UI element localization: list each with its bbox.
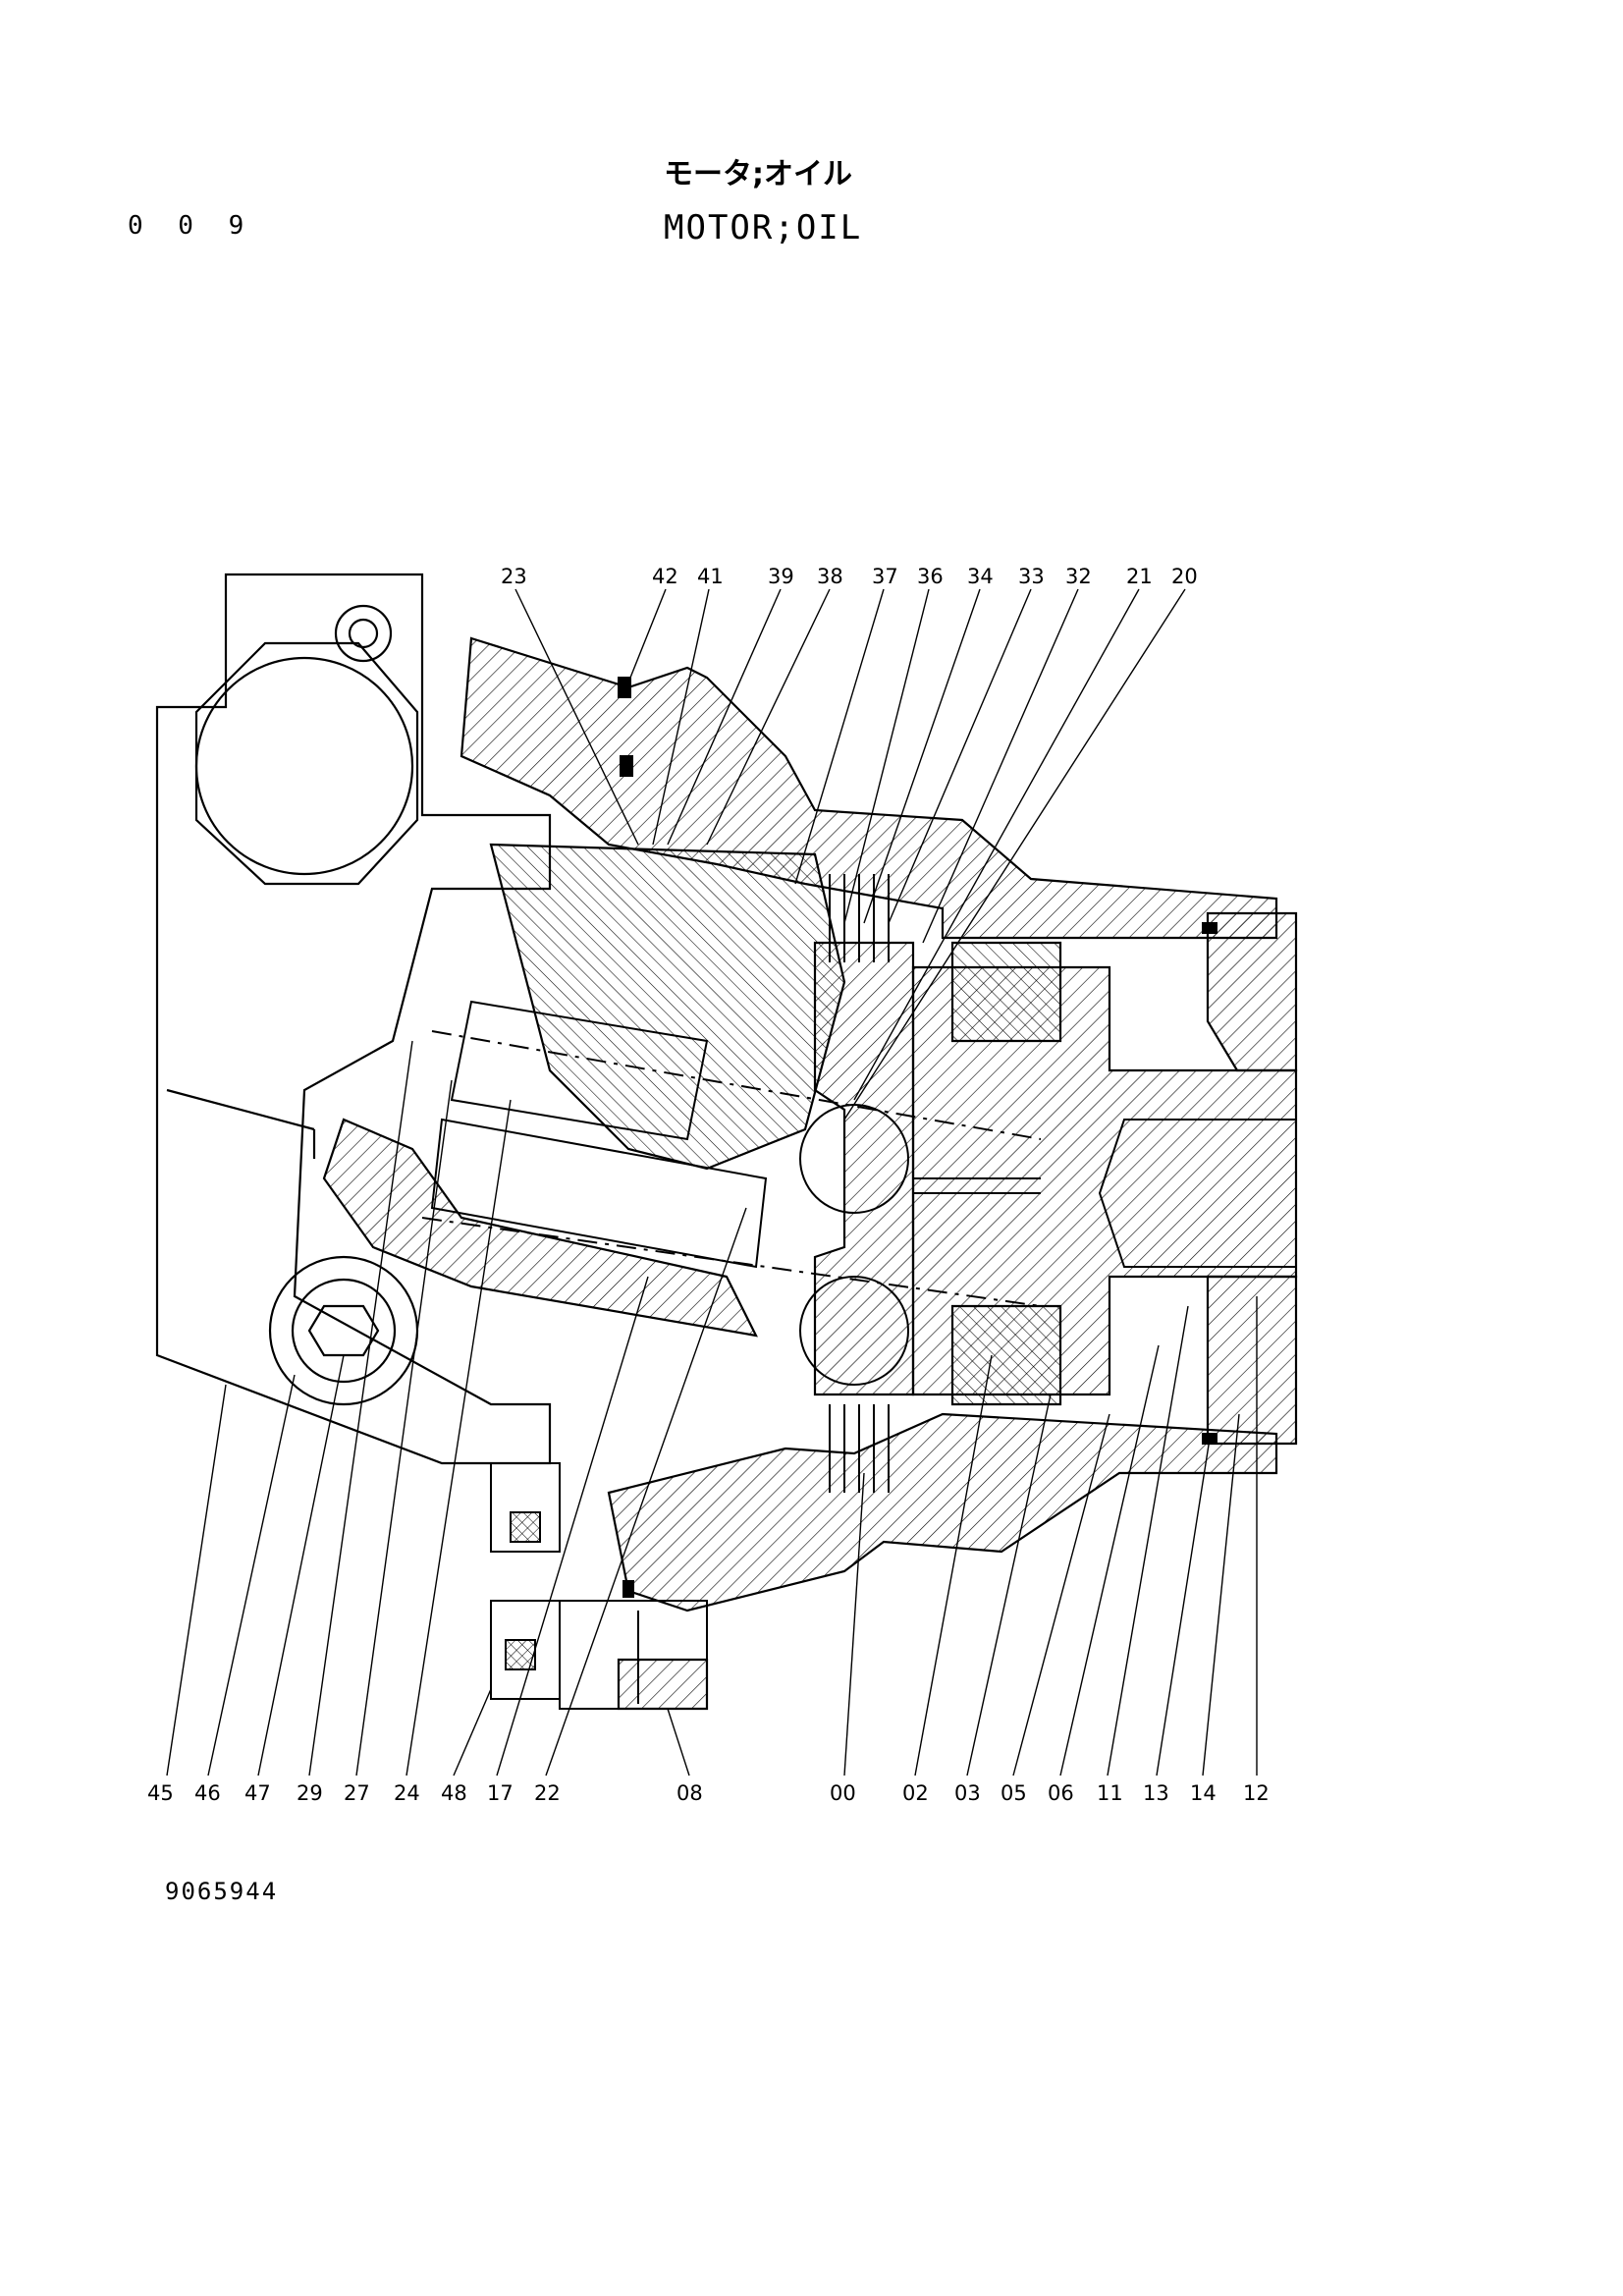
callout-23: 23 [501, 565, 527, 588]
leader-34 [863, 588, 981, 924]
leader-42 [625, 588, 667, 688]
title-japanese: モータ;オイル [664, 157, 852, 191]
leader-48 [453, 1688, 492, 1777]
lower-plug-mid [291, 1278, 397, 1384]
callout-02: 02 [902, 1781, 929, 1805]
housing-lower [607, 1412, 1278, 1613]
leader-36 [843, 588, 930, 924]
leader-00 [843, 1472, 865, 1777]
callout-33: 33 [1018, 565, 1045, 588]
callout-38: 38 [817, 565, 843, 588]
swash-plate [322, 1118, 758, 1338]
top-bolt-socket [348, 618, 379, 649]
callout-06: 06 [1048, 1781, 1074, 1805]
leader-33 [888, 588, 1032, 924]
spring-upper [829, 874, 890, 962]
block-shoulder [166, 1088, 315, 1131]
leader-38 [706, 588, 831, 846]
piston-lower [430, 1118, 768, 1269]
centerline-1 [431, 1030, 1042, 1140]
centerline-2 [421, 1217, 1042, 1307]
callout-27: 27 [344, 1781, 370, 1805]
leader-11 [1107, 1305, 1189, 1777]
knurl-a [510, 1511, 541, 1543]
lower-plug-hex [307, 1304, 380, 1357]
leader-21 [853, 588, 1140, 1101]
leader-24 [406, 1099, 512, 1777]
piston-upper [450, 1000, 709, 1141]
port-fitting [559, 1600, 708, 1710]
leader-13 [1156, 1438, 1211, 1777]
top-bolt-head [334, 604, 393, 663]
callout-11: 11 [1097, 1781, 1123, 1805]
leader-08 [667, 1708, 690, 1777]
bearing-lower [950, 1304, 1062, 1406]
leader-47 [257, 1354, 345, 1777]
leader-27 [355, 1079, 453, 1777]
callout-03: 03 [954, 1781, 981, 1805]
valve-block-outline [155, 573, 552, 1465]
spring-lower [829, 1404, 890, 1493]
callout-12: 12 [1243, 1781, 1270, 1805]
leader-45 [166, 1384, 227, 1777]
callout-21: 21 [1126, 565, 1153, 588]
leader-14 [1202, 1413, 1240, 1777]
hex-plug-outline [194, 641, 419, 886]
motor-mount-lower [490, 1462, 561, 1553]
callout-42: 42 [652, 565, 678, 588]
leader-02 [914, 1354, 993, 1777]
leader-41 [652, 588, 710, 846]
callout-46: 46 [194, 1781, 221, 1805]
callout-41: 41 [697, 565, 724, 588]
leader-17 [496, 1276, 649, 1777]
hex-plug-socket [194, 656, 414, 876]
seal-ring-a [618, 677, 631, 698]
seal-ring-b [620, 755, 633, 777]
leader-22 [545, 1207, 747, 1777]
callout-32: 32 [1065, 565, 1092, 588]
callout-24: 24 [394, 1781, 420, 1805]
leader-06 [1059, 1344, 1160, 1777]
callout-39: 39 [768, 565, 794, 588]
valve-plate [813, 941, 915, 1396]
leader-05 [1012, 1413, 1110, 1777]
bearing-upper [950, 941, 1062, 1043]
ball-joint-lower [799, 1276, 909, 1386]
callout-20: 20 [1171, 565, 1198, 588]
port-cover-bottom [617, 1658, 709, 1711]
end-cover-lower [1206, 1275, 1298, 1446]
leader-03 [966, 1394, 1052, 1777]
callout-29: 29 [297, 1781, 323, 1805]
callout-34: 34 [967, 565, 994, 588]
callout-48: 48 [441, 1781, 467, 1805]
callout-37: 37 [872, 565, 898, 588]
callout-22: 22 [534, 1781, 561, 1805]
page-code: 0 0 9 [128, 211, 254, 241]
leader-32 [922, 588, 1079, 944]
title-english: MOTOR;OIL [664, 208, 863, 247]
leader-46 [207, 1374, 296, 1777]
callout-14: 14 [1190, 1781, 1217, 1805]
callout-00: 00 [830, 1781, 856, 1805]
callout-36: 36 [917, 565, 944, 588]
callout-08: 08 [676, 1781, 703, 1805]
knurl-b [505, 1639, 536, 1670]
leader-29 [308, 1040, 413, 1777]
end-cover [1206, 911, 1298, 1072]
leader-23 [514, 588, 639, 846]
shaft-bore [1098, 1119, 1297, 1268]
callout-45: 45 [147, 1781, 174, 1805]
seal-ring-c [1202, 922, 1217, 934]
callout-05: 05 [1001, 1781, 1027, 1805]
cylinder-block [489, 843, 846, 1171]
leader-39 [667, 588, 782, 846]
drawing-number: 9065944 [165, 1878, 279, 1905]
leader-20 [843, 588, 1186, 1121]
leader-37 [794, 588, 885, 885]
callout-17: 17 [487, 1781, 514, 1805]
callout-13: 13 [1143, 1781, 1169, 1805]
callout-47: 47 [244, 1781, 271, 1805]
seal-ring-e [622, 1580, 634, 1598]
